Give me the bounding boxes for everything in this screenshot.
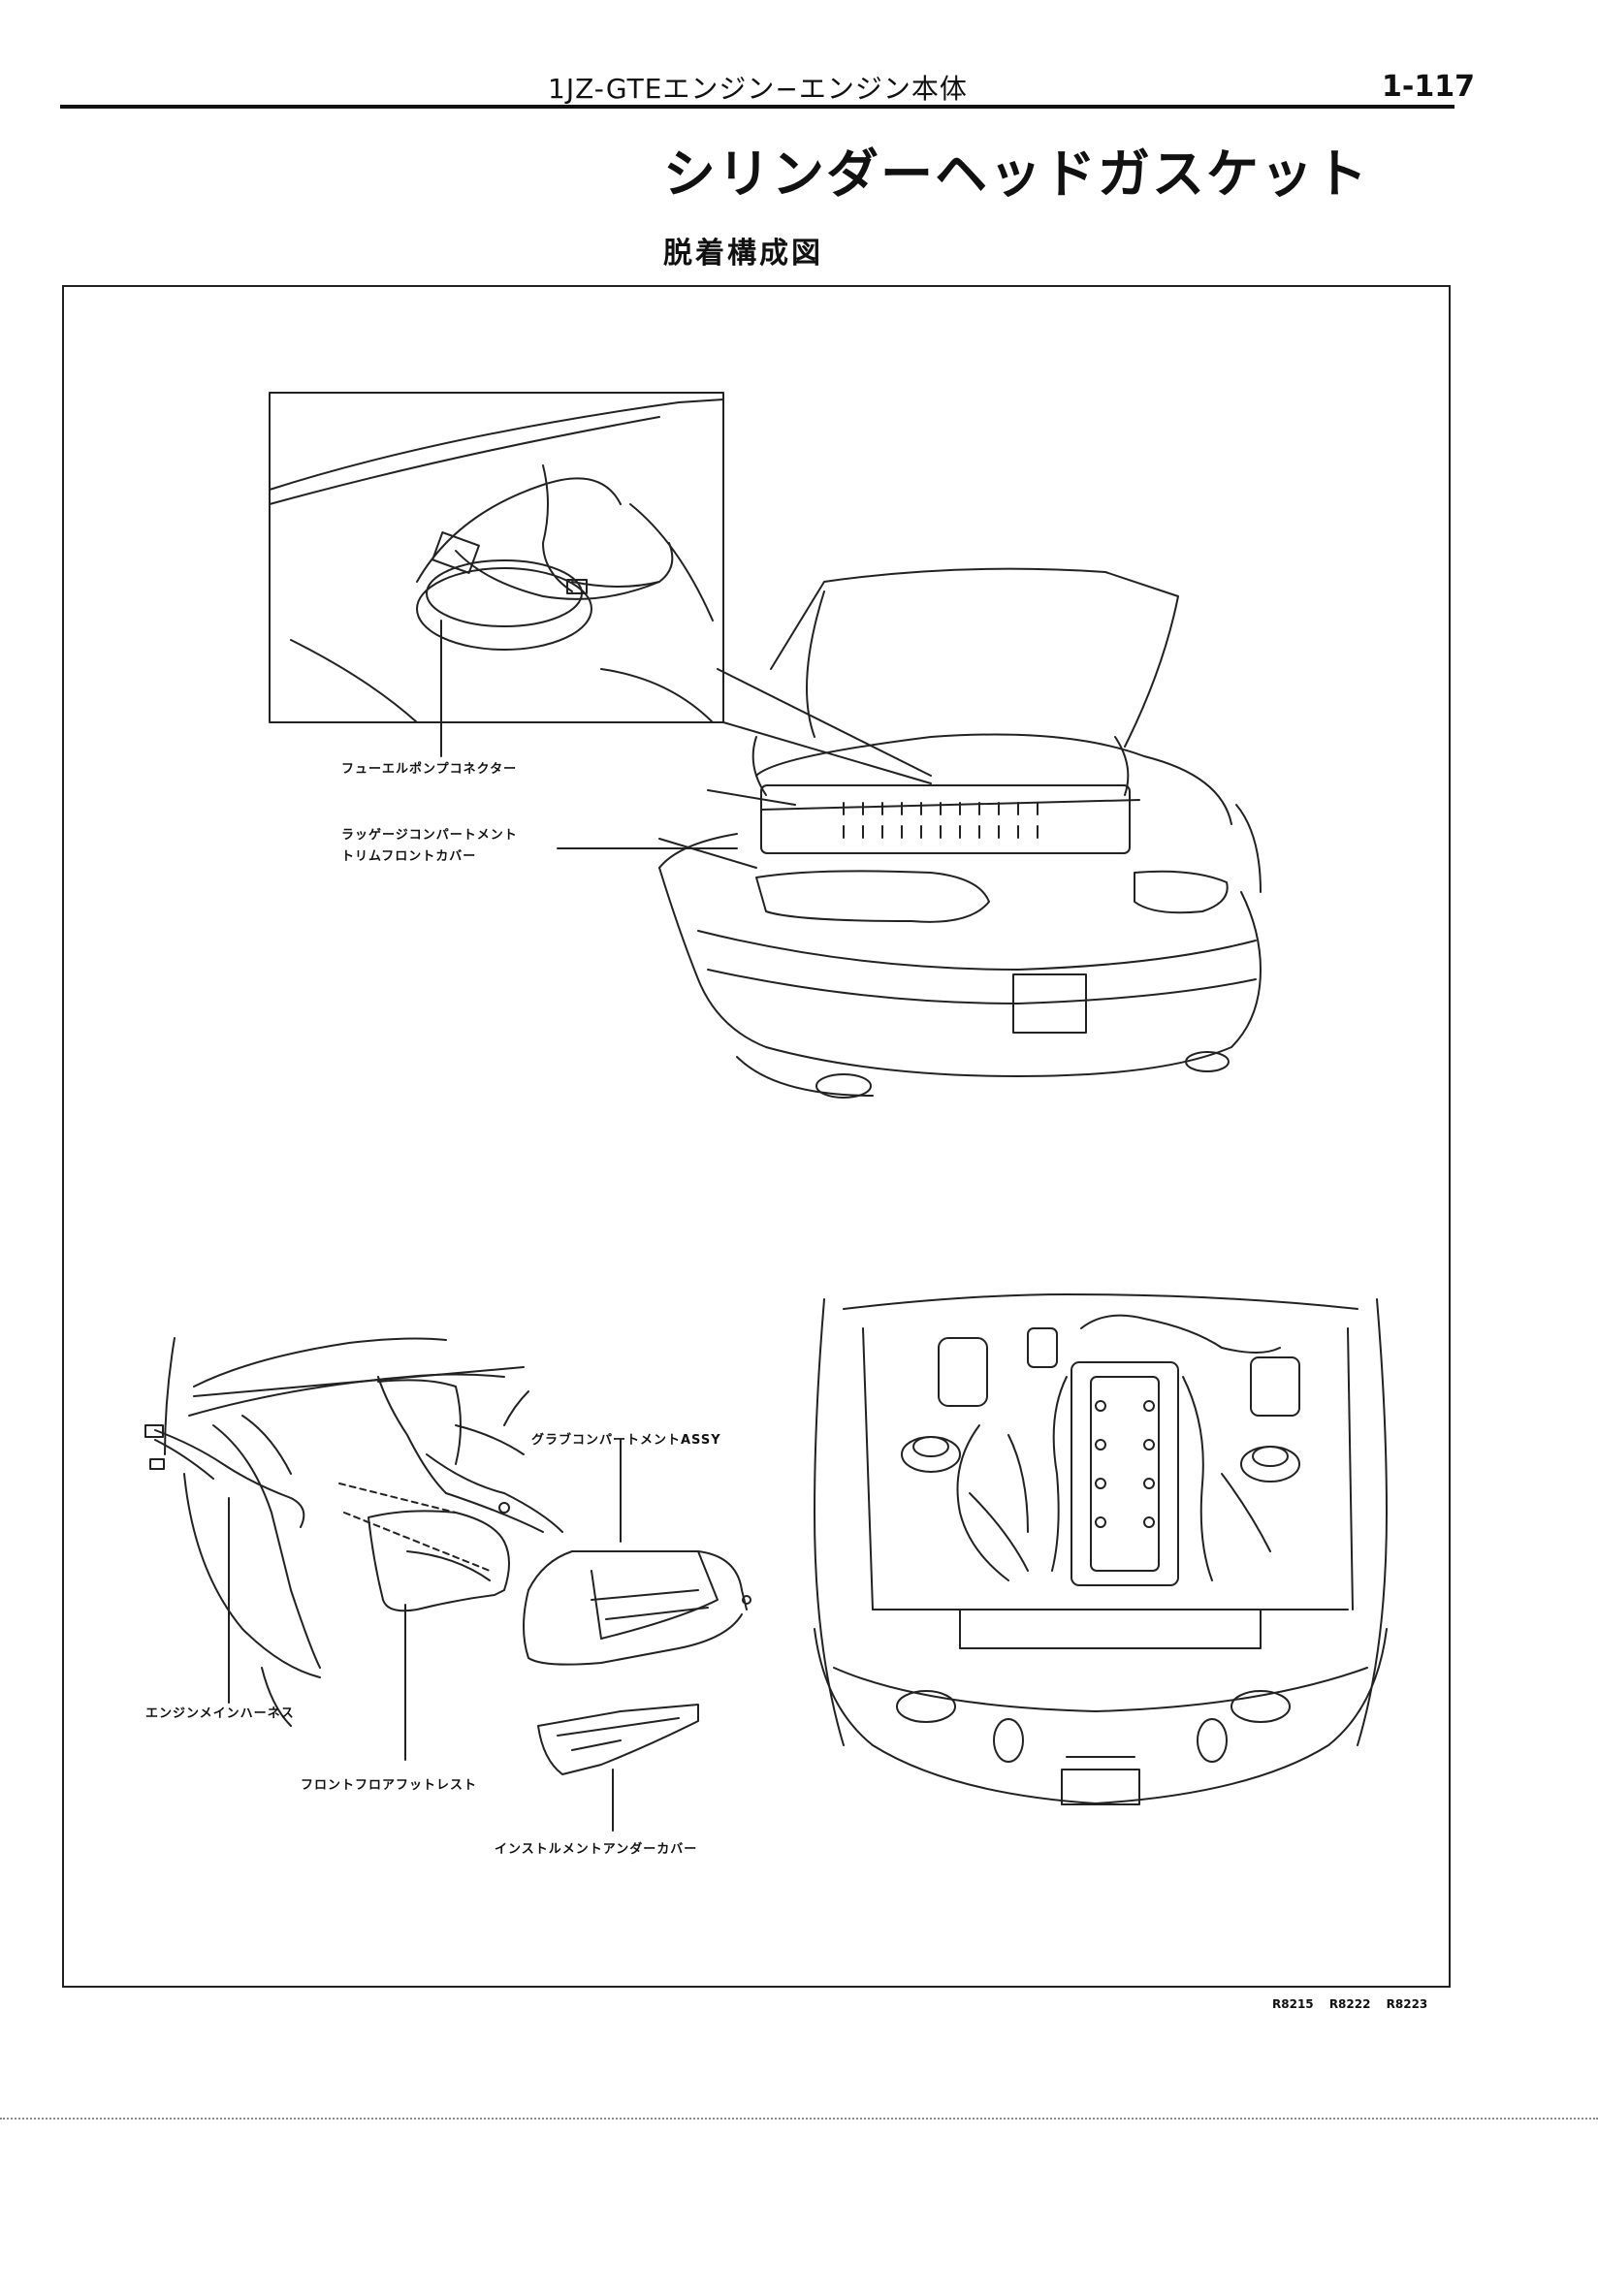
page-header: 1JZ-GTEエンジン−エンジン本体 1-117 — [0, 0, 1598, 116]
engine-bay-drawing — [814, 1293, 1388, 1805]
label-luggage-trim-line1: ラッゲージコンパートメント — [341, 828, 518, 843]
fuel-pump-inset — [269, 392, 932, 784]
label-luggage-trim-line2: トリムフロントカバー — [341, 849, 477, 864]
figure-reference-codes: R8215 R8222 R8223 — [1272, 1997, 1428, 2011]
label-glove-compartment: グラブコンパートメントASSY — [531, 1433, 721, 1448]
label-front-floor-footrest: フロントフロアフットレスト — [301, 1778, 478, 1793]
under-cover-drawing — [537, 1704, 699, 1832]
label-fuel-pump-connector: フューエルポンプコネクター — [341, 762, 518, 777]
rear-leader-lines — [440, 620, 796, 869]
header-title: 1JZ-GTEエンジン−エンジン本体 — [548, 73, 968, 105]
header-rule — [60, 105, 1454, 109]
label-instrument-under-cover: インストルメントアンダーカバー — [495, 1842, 698, 1857]
glove-compartment-drawing — [523, 1439, 751, 1666]
diagram-frame — [62, 285, 1451, 1988]
page-number: 1-117 — [1382, 70, 1475, 104]
page-bottom-dotted-rule — [0, 2118, 1598, 2120]
section-title: シリンダーヘッドガスケット — [663, 144, 1369, 205]
subsection-title: 脱着構成図 — [663, 237, 823, 271]
rear-car-drawing — [658, 567, 1262, 1099]
label-engine-main-harness: エンジンメインハーネス — [145, 1706, 295, 1721]
interior-drawing — [144, 1337, 563, 1761]
